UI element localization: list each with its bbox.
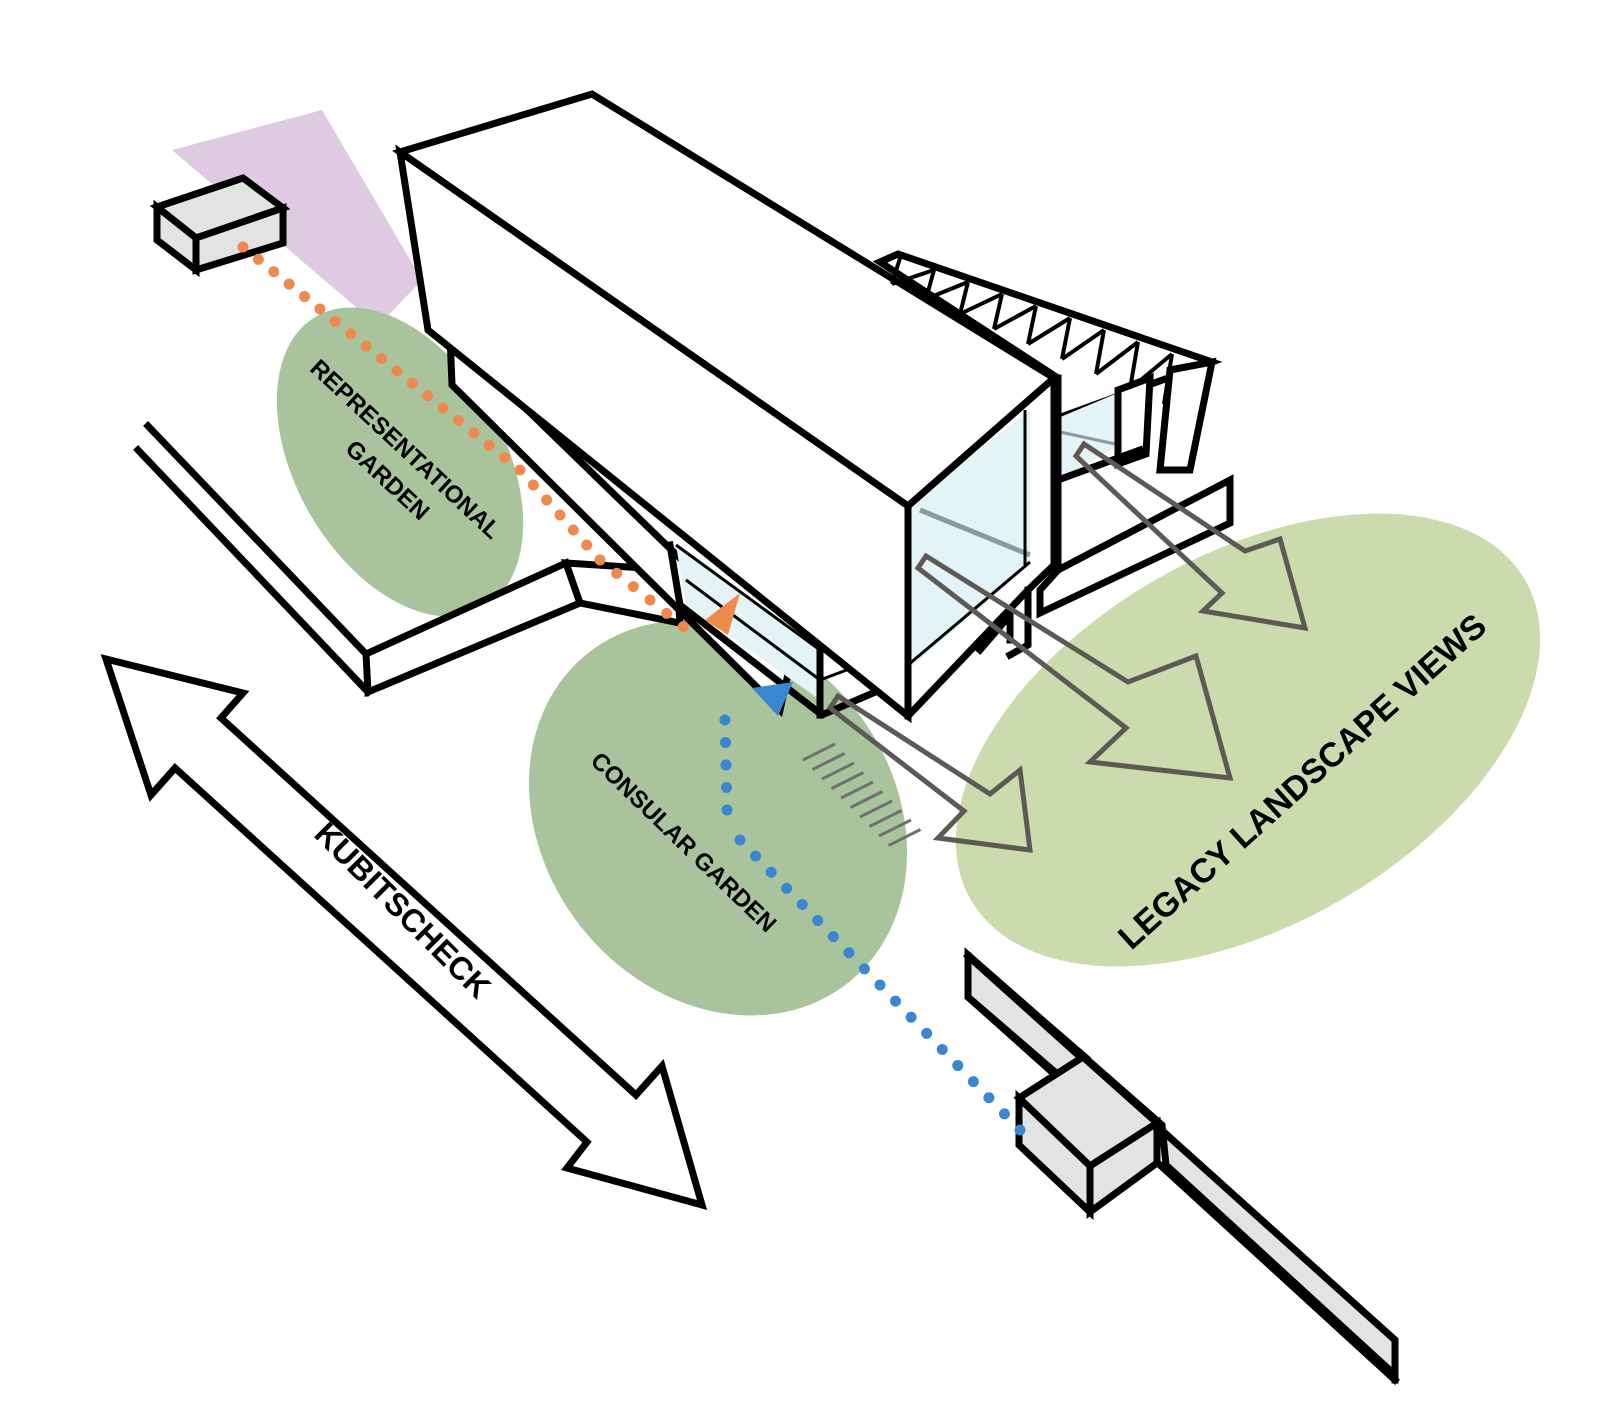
path-dot bbox=[952, 1060, 964, 1072]
truss-web bbox=[891, 268, 935, 286]
blue-path-arrowhead-icon bbox=[752, 682, 793, 716]
hatch-line bbox=[849, 790, 884, 809]
truss-web bbox=[1128, 341, 1140, 390]
view-arrow-3 bbox=[826, 692, 1033, 853]
path-dot bbox=[874, 979, 886, 991]
path-dot bbox=[921, 1027, 933, 1039]
path-dot bbox=[720, 759, 732, 771]
hatch-line bbox=[811, 752, 846, 771]
crosswalk-hatch bbox=[802, 742, 922, 847]
path-dot bbox=[299, 291, 311, 303]
path-dot bbox=[967, 1076, 979, 1088]
path-dot bbox=[720, 737, 731, 748]
path-dot bbox=[554, 509, 566, 521]
hatch-line bbox=[859, 799, 893, 819]
hatch-line bbox=[868, 809, 903, 828]
path-dot bbox=[627, 581, 639, 593]
path-dot bbox=[905, 1011, 917, 1023]
site-wall-south bbox=[963, 947, 1400, 1385]
path-dot bbox=[345, 328, 357, 340]
hatch-line bbox=[830, 771, 865, 790]
truss-web bbox=[958, 281, 970, 315]
truss-web bbox=[993, 304, 1037, 331]
truss-web bbox=[1060, 328, 1106, 361]
path-dot bbox=[781, 882, 793, 894]
path-dot bbox=[734, 834, 746, 846]
path-dot bbox=[268, 266, 280, 278]
path-dot bbox=[237, 241, 249, 253]
orange-dotted-path bbox=[237, 241, 689, 633]
hatch-line bbox=[887, 828, 922, 847]
hatch-line bbox=[840, 780, 874, 800]
path-dot bbox=[422, 390, 434, 402]
path-dot bbox=[843, 947, 855, 959]
truss-web bbox=[1094, 340, 1140, 376]
path-dot bbox=[594, 554, 606, 566]
path-dot bbox=[677, 621, 689, 633]
purple-plaza-area bbox=[172, 110, 422, 326]
legacy-landscape-area bbox=[955, 513, 1541, 967]
path-dot bbox=[1014, 1124, 1026, 1136]
truss-web bbox=[992, 293, 1004, 330]
truss-web bbox=[1094, 329, 1106, 375]
path-dot bbox=[437, 402, 449, 414]
path-dot bbox=[283, 278, 295, 290]
path-dot bbox=[812, 915, 824, 927]
path-dot bbox=[468, 427, 480, 439]
street-double-arrow-icon bbox=[100, 654, 708, 1211]
path-dot bbox=[452, 414, 464, 426]
path-dot bbox=[719, 714, 731, 726]
path-dot bbox=[499, 452, 511, 464]
path-dot bbox=[376, 353, 387, 364]
path-dot bbox=[661, 607, 673, 619]
path-dot bbox=[360, 340, 372, 352]
path-dot bbox=[567, 524, 579, 536]
truss-web bbox=[1026, 316, 1072, 346]
path-dot bbox=[514, 464, 526, 476]
blue-dotted-path bbox=[719, 714, 1026, 1136]
path-dot bbox=[314, 303, 326, 315]
path-dot bbox=[391, 365, 403, 377]
path-dot bbox=[765, 866, 777, 878]
path-dot bbox=[858, 963, 870, 975]
path-dot bbox=[581, 539, 593, 551]
path-dot bbox=[890, 995, 902, 1007]
truss-web bbox=[1026, 305, 1038, 345]
view-arrows bbox=[826, 440, 1309, 853]
path-dot bbox=[750, 850, 762, 862]
path-dot bbox=[998, 1108, 1010, 1120]
view-arrow-2 bbox=[914, 552, 1234, 781]
path-dot bbox=[983, 1092, 995, 1104]
truss-web bbox=[959, 292, 1003, 316]
path-dot bbox=[252, 253, 264, 265]
path-dot bbox=[796, 898, 808, 910]
hatch-line bbox=[821, 761, 855, 781]
path-dot bbox=[644, 594, 656, 606]
consular-garden-area bbox=[528, 620, 908, 1016]
orange-path-arrowhead-icon bbox=[705, 593, 740, 635]
truss-web bbox=[925, 280, 969, 301]
pavilion-block-south bbox=[1013, 1052, 1163, 1221]
path-dot bbox=[483, 439, 495, 451]
hatch-line bbox=[878, 818, 912, 838]
path-dot bbox=[611, 567, 623, 579]
path-dot bbox=[936, 1043, 948, 1055]
path-dot bbox=[329, 315, 341, 327]
path-dot bbox=[541, 494, 553, 506]
path-dot bbox=[721, 804, 733, 816]
truss-web bbox=[890, 257, 902, 285]
pavilion-block-north bbox=[149, 174, 291, 278]
truss-canopy bbox=[872, 250, 1234, 619]
hatch-line bbox=[802, 742, 836, 762]
main-building bbox=[392, 90, 1060, 724]
truss-web bbox=[924, 269, 936, 300]
path-dot bbox=[527, 479, 539, 491]
path-dot bbox=[406, 377, 418, 389]
truss-web bbox=[1060, 317, 1072, 360]
path-dot bbox=[721, 782, 732, 793]
path-dot bbox=[827, 931, 839, 943]
view-arrow-1 bbox=[1072, 440, 1309, 632]
